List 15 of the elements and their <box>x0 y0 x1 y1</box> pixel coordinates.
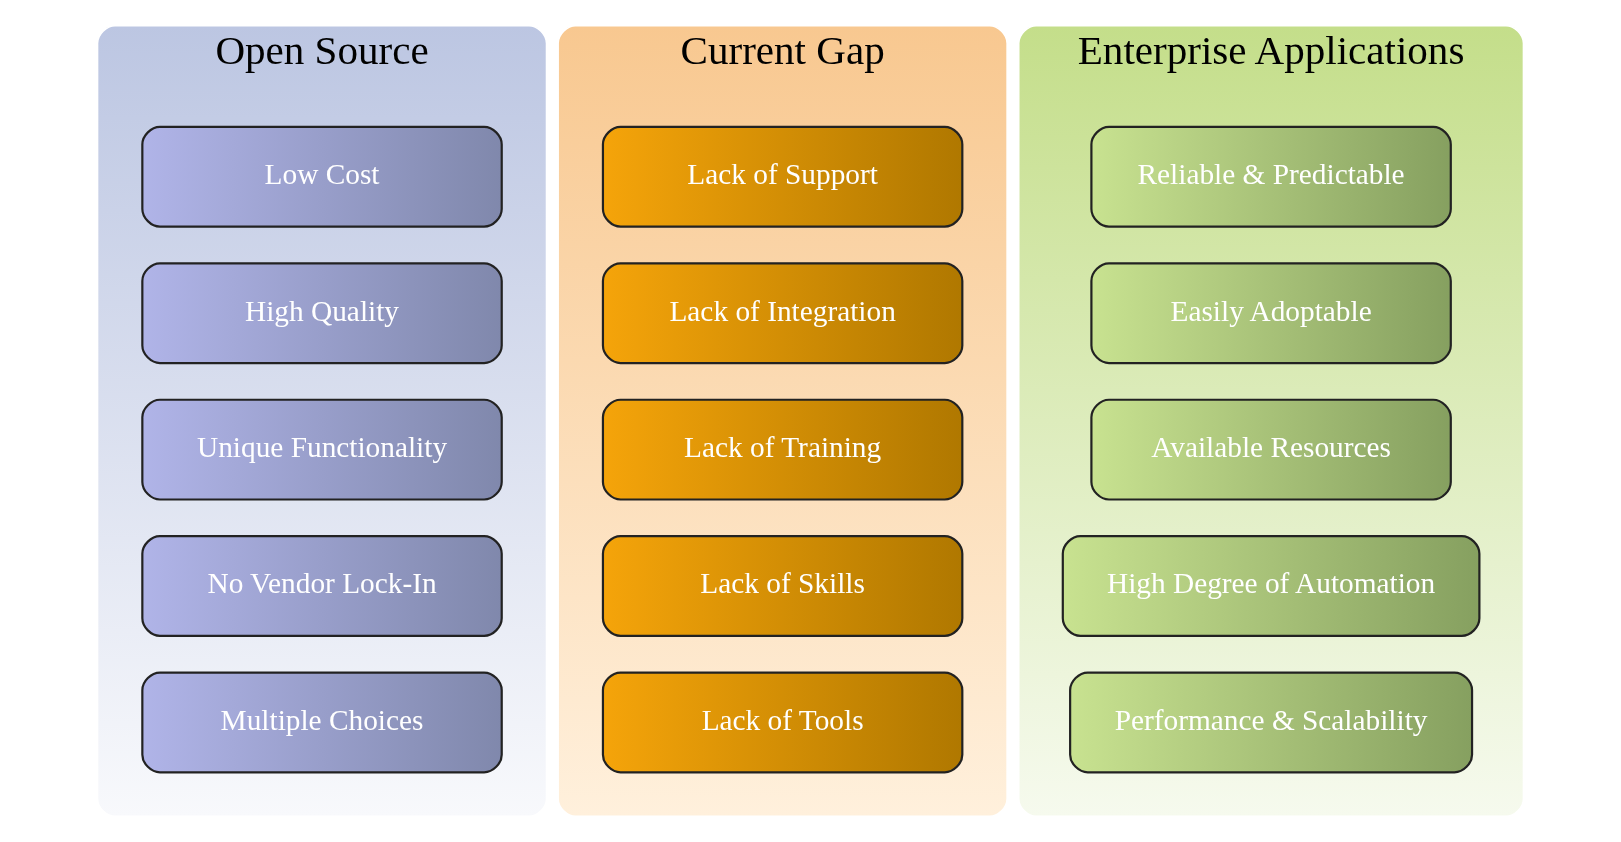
node-box: Performance & Scalability <box>1069 671 1474 774</box>
node-box: Available Resources <box>1090 398 1452 501</box>
node-box: Low Cost <box>141 125 503 228</box>
node-box: High Quality <box>141 262 503 365</box>
node-box: High Degree of Automation <box>1061 535 1481 637</box>
node-box: Lack of Skills <box>601 535 964 637</box>
node-box: Lack of Integration <box>601 262 964 365</box>
node-box: Lack of Training <box>601 398 964 501</box>
node-box: No Vendor Lock-In <box>141 535 503 637</box>
node-box: Lack of Tools <box>601 671 964 774</box>
node-box: Lack of Support <box>601 125 964 228</box>
node-box: Multiple Choices <box>141 671 503 774</box>
node-box: Reliable & Predictable <box>1090 125 1452 228</box>
node-box: Easily Adoptable <box>1090 262 1452 365</box>
node-box: Unique Functionality <box>141 398 503 501</box>
